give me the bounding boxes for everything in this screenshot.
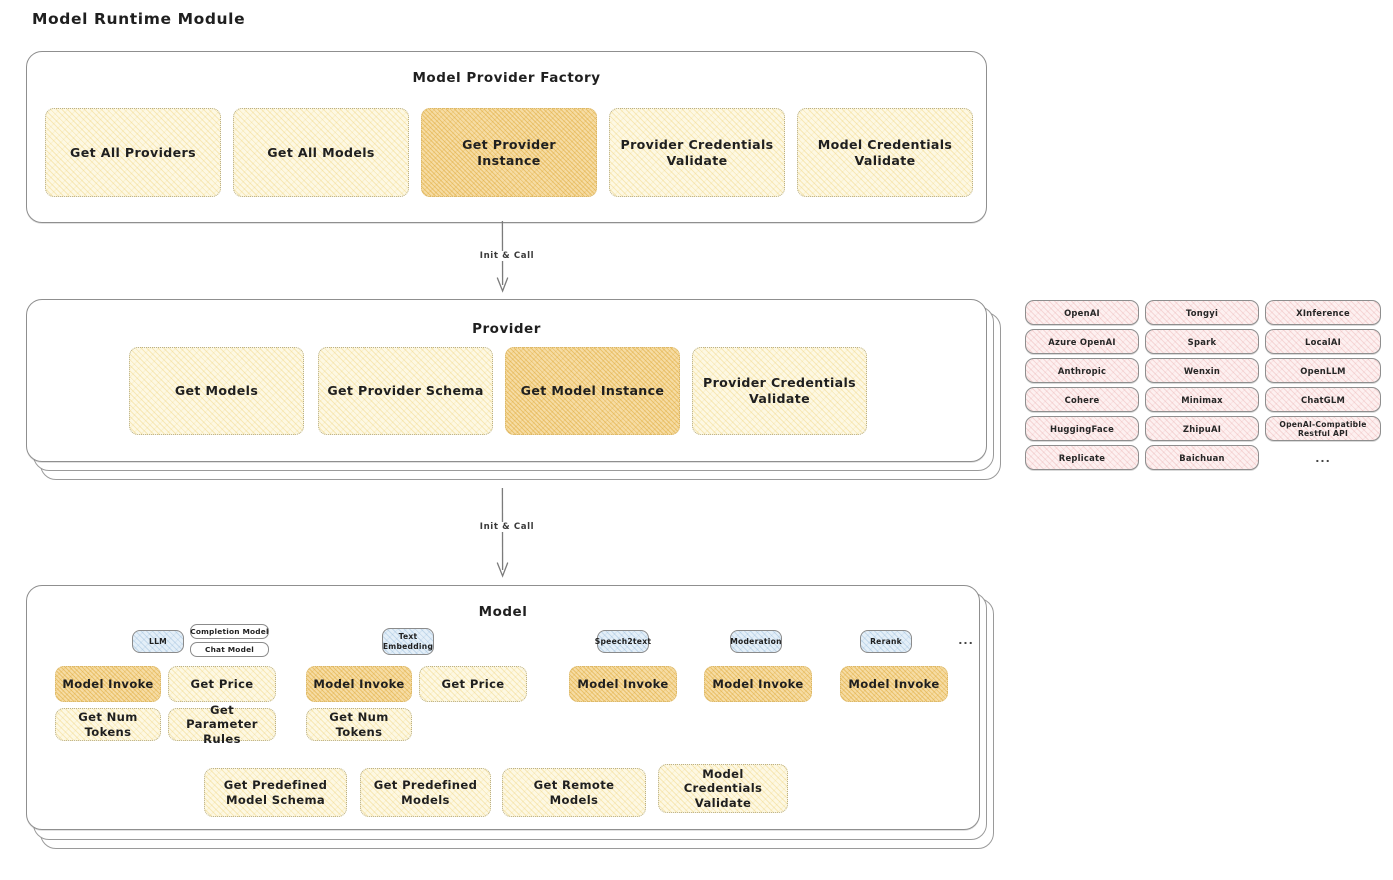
model-type-chip-text-embedding[interactable]: Text Embedding xyxy=(382,628,434,655)
model-provider-factory-title: Model Provider Factory xyxy=(412,70,601,86)
model-title: Model xyxy=(478,604,528,620)
provider-container: Provider Get Models Get Provider Schema … xyxy=(26,299,987,462)
card-llm-get-parameter-rules[interactable]: Get Parameter Rules xyxy=(168,703,276,746)
card-get-provider-schema[interactable]: Get Provider Schema xyxy=(318,347,493,435)
card-model-credentials-validate[interactable]: Model Credentials Validate xyxy=(797,108,973,197)
model-type-chip-moderation[interactable]: Moderation xyxy=(730,630,782,653)
card-get-all-models[interactable]: Get All Models xyxy=(233,108,409,197)
arrow-2-icon xyxy=(496,487,509,578)
card-text-embedding-get-price[interactable]: Get Price xyxy=(419,666,527,702)
provider-chip-chatglm[interactable]: ChatGLM xyxy=(1265,387,1381,412)
arrow-1-label: Init & Call xyxy=(468,251,546,261)
arrow-init-and-call-2: Init & Call xyxy=(440,487,570,584)
card-provider-credentials-validate[interactable]: Provider Credentials Validate xyxy=(609,108,785,197)
provider-chip-xinference[interactable]: XInference xyxy=(1265,300,1381,325)
model-types-more: ... xyxy=(958,634,974,647)
provider-chip-huggingface[interactable]: HuggingFace xyxy=(1025,416,1139,441)
card-llm-get-num-tokens[interactable]: Get Num Tokens xyxy=(55,708,161,741)
page-title: Model Runtime Module xyxy=(32,10,246,28)
card-get-remote-models[interactable]: Get Remote Models xyxy=(502,768,646,817)
provider-chip-azure-openai[interactable]: Azure OpenAI xyxy=(1025,329,1139,354)
card-moderation-model-invoke[interactable]: Model Invoke xyxy=(704,666,812,702)
card-llm-get-price[interactable]: Get Price xyxy=(168,666,276,702)
card-llm-model-invoke[interactable]: Model Invoke xyxy=(55,666,161,702)
provider-chip-zhipuai[interactable]: ZhipuAI xyxy=(1145,416,1259,441)
card-text-embedding-get-num-tokens[interactable]: Get Num Tokens xyxy=(306,708,412,741)
provider-chip-cohere[interactable]: Cohere xyxy=(1025,387,1139,412)
card-speech2text-model-invoke[interactable]: Model Invoke xyxy=(569,666,677,702)
provider-list: OpenAI Azure OpenAI Anthropic Cohere Hug… xyxy=(1025,300,1381,478)
model-provider-factory-container: Model Provider Factory Get All Providers… xyxy=(26,51,987,223)
provider-chip-localai[interactable]: LocalAI xyxy=(1265,329,1381,354)
card-get-all-providers[interactable]: Get All Providers xyxy=(45,108,221,197)
card-model-credentials-validate-3[interactable]: Model Credentials Validate xyxy=(658,764,788,813)
provider-chip-replicate[interactable]: Replicate xyxy=(1025,445,1139,470)
provider-chip-tongyi[interactable]: Tongyi xyxy=(1145,300,1259,325)
model-type-subchip-chat-model[interactable]: Chat Model xyxy=(190,642,269,657)
card-get-models[interactable]: Get Models xyxy=(129,347,304,435)
provider-chip-spark[interactable]: Spark xyxy=(1145,329,1259,354)
card-text-embedding-model-invoke[interactable]: Model Invoke xyxy=(306,666,412,702)
model-type-chip-speech2text[interactable]: Speech2text xyxy=(595,630,651,653)
provider-chip-baichuan[interactable]: Baichuan xyxy=(1145,445,1259,470)
card-get-model-instance[interactable]: Get Model Instance xyxy=(505,347,680,435)
provider-list-more: ... xyxy=(1315,452,1331,465)
card-rerank-model-invoke[interactable]: Model Invoke xyxy=(840,666,948,702)
provider-chip-openllm[interactable]: OpenLLM xyxy=(1265,358,1381,383)
provider-chip-minimax[interactable]: Minimax xyxy=(1145,387,1259,412)
model-type-chip-llm[interactable]: LLM xyxy=(132,630,184,653)
provider-chip-openai-compatible-restful-api[interactable]: OpenAI-Compatible Restful API xyxy=(1265,416,1381,441)
model-type-subchip-completion-model[interactable]: Completion Model xyxy=(190,624,269,639)
card-get-predefined-model-schema[interactable]: Get Predefined Model Schema xyxy=(204,768,347,817)
model-type-chip-rerank[interactable]: Rerank xyxy=(860,630,912,653)
arrow-2-label: Init & Call xyxy=(468,522,546,532)
arrow-init-and-call-1: Init & Call xyxy=(440,220,570,299)
card-get-predefined-models[interactable]: Get Predefined Models xyxy=(360,768,491,817)
card-provider-credentials-validate-2[interactable]: Provider Credentials Validate xyxy=(692,347,867,435)
provider-chip-openai[interactable]: OpenAI xyxy=(1025,300,1139,325)
provider-chip-wenxin[interactable]: Wenxin xyxy=(1145,358,1259,383)
provider-chip-anthropic[interactable]: Anthropic xyxy=(1025,358,1139,383)
provider-title: Provider xyxy=(472,321,541,337)
model-container: Model LLM Completion Model Chat Model Mo… xyxy=(26,585,980,830)
card-get-provider-instance[interactable]: Get Provider Instance xyxy=(421,108,597,197)
